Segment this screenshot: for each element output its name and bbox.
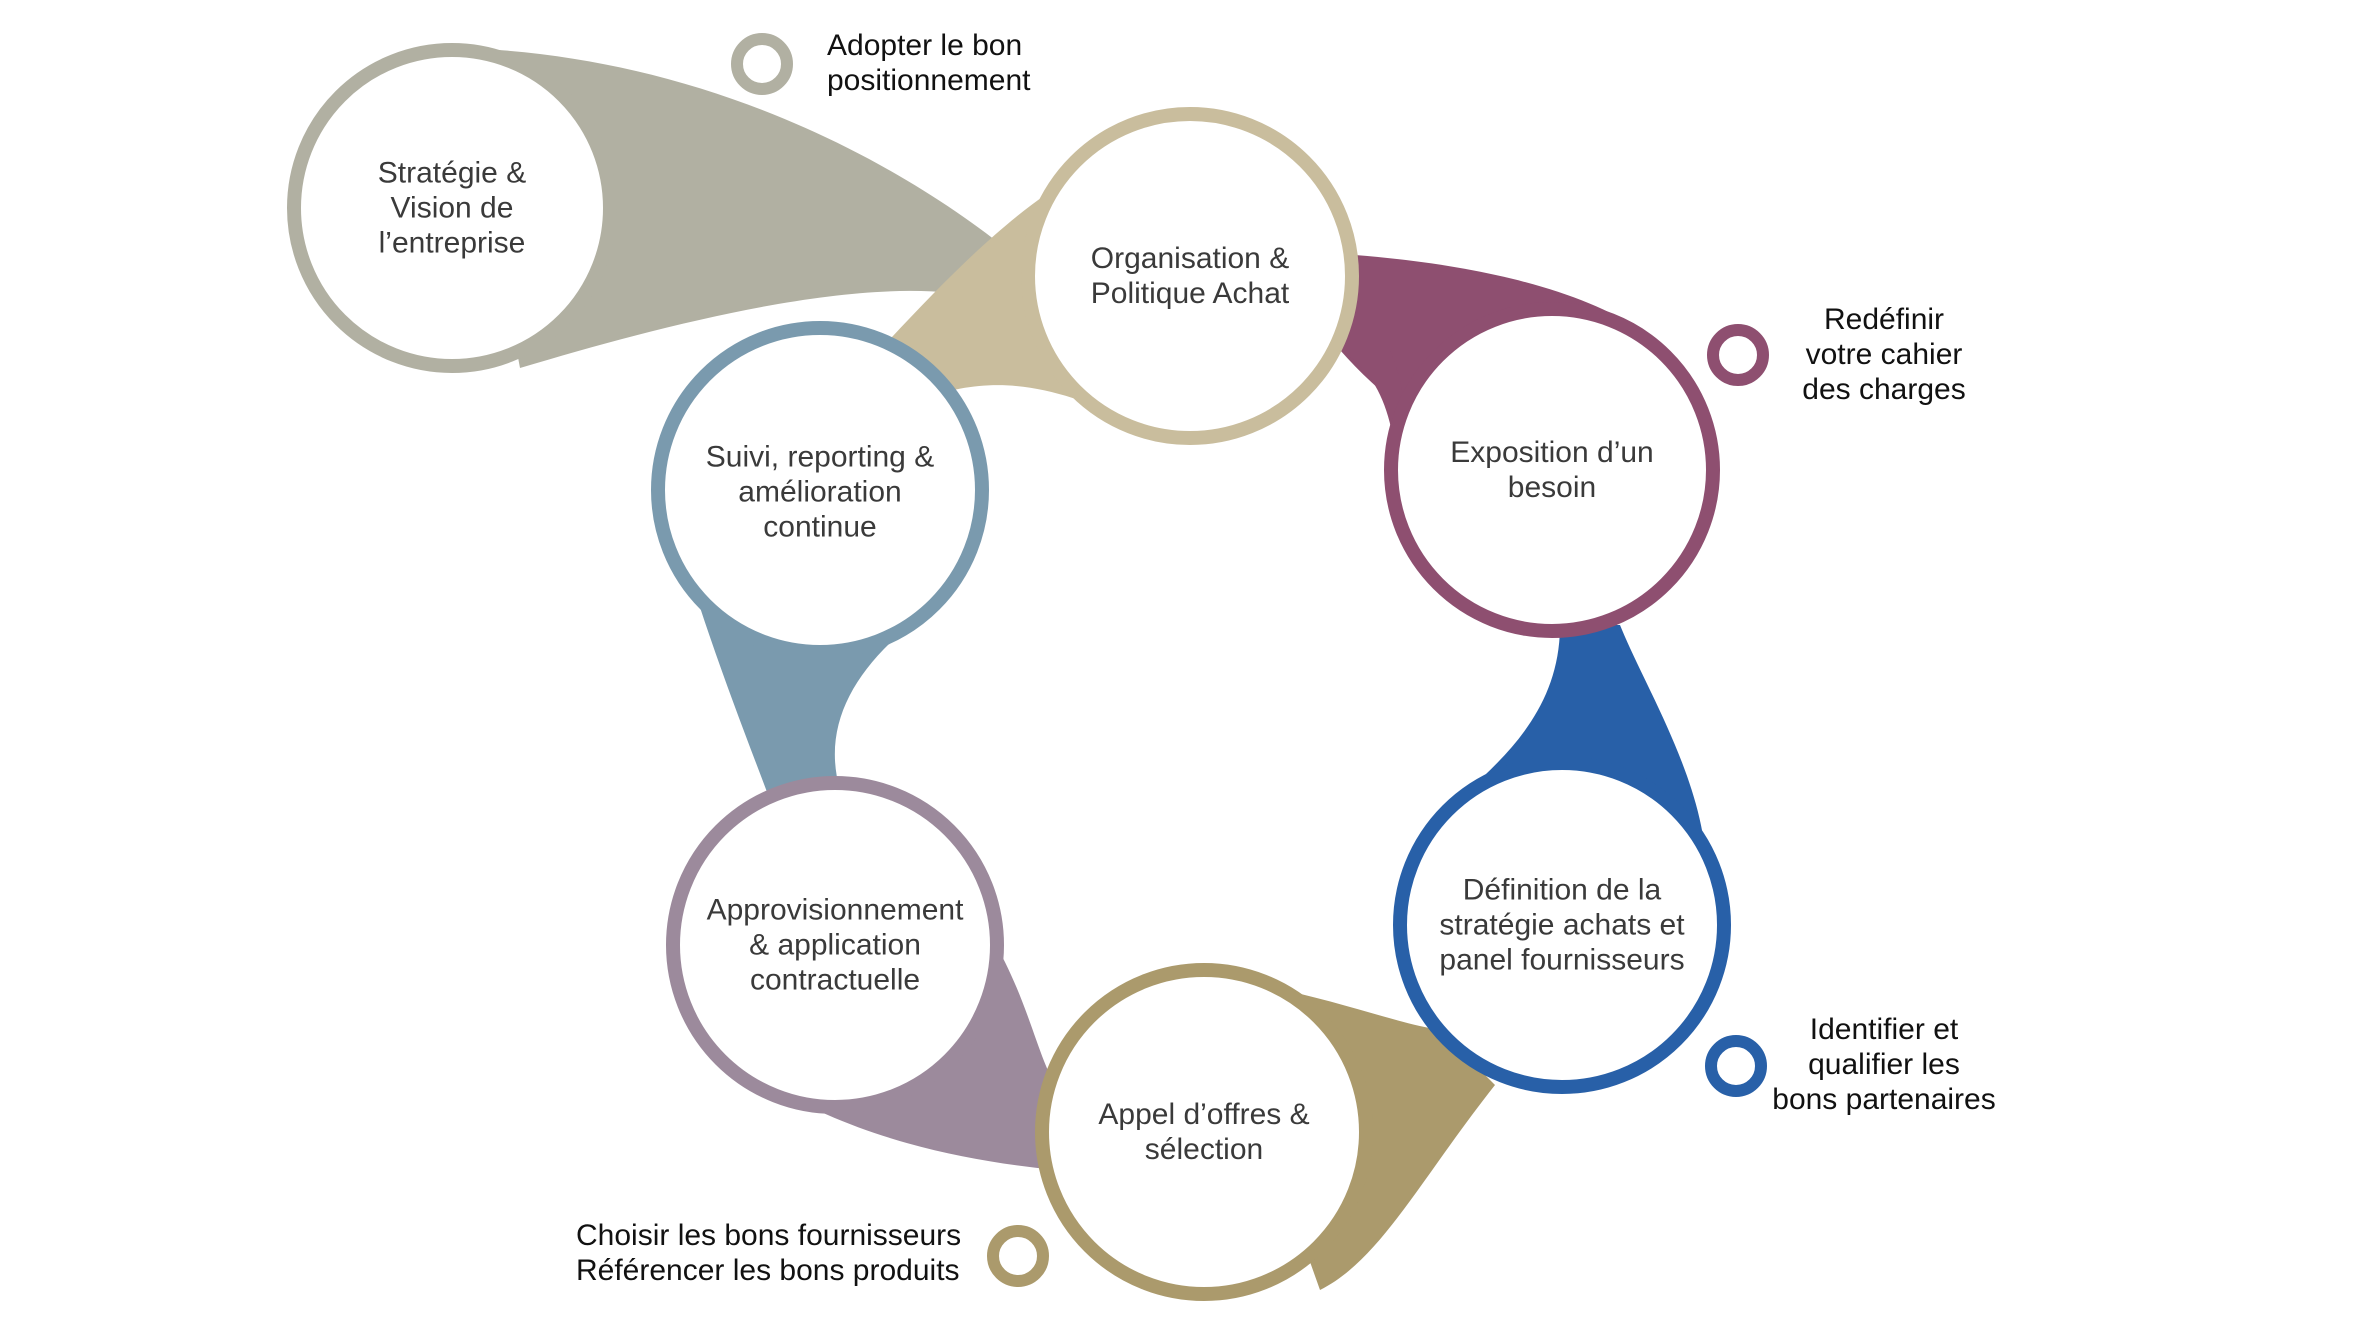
- callout-text-fournisseurs: Choisir les bons fournisseurs Référencer…: [576, 1219, 962, 1287]
- node-label-suivi: Suivi, reporting & amélioration continue: [705, 440, 935, 544]
- node-circle-approvisionnement: [666, 776, 1004, 1114]
- callout-text-partenaires: Identifier et qualifier les bons partena…: [1772, 1013, 1996, 1116]
- node-circle-exposition: [1384, 302, 1720, 638]
- callout-ring-fournisseurs: [987, 1225, 1049, 1287]
- callout-text-positionnement: Adopter le bon positionnement: [827, 29, 1031, 97]
- node-label-organisation: Organisation & Politique Achat: [1090, 242, 1290, 310]
- node-circle-suivi: [651, 321, 989, 659]
- callout-ring-positionnement: [731, 33, 793, 95]
- callout-ring-partenaires: [1705, 1035, 1767, 1097]
- node-label-approvisionnement: Approvisionnement & application contract…: [706, 893, 964, 997]
- node-circle-definition: [1393, 756, 1731, 1094]
- node-circle-strategie: [287, 43, 617, 373]
- connector-strategie-organisation: [460, 48, 1020, 368]
- node-label-definition: Définition de la stratégie achats et pan…: [1439, 873, 1685, 977]
- callout-text-cahier: Redéfinir votre cahier des charges: [1802, 303, 1966, 406]
- node-label-strategie: Stratégie & Vision de l’entreprise: [377, 156, 527, 260]
- node-circle-organisation: [1021, 107, 1359, 445]
- callout-ring-cahier: [1707, 324, 1769, 386]
- node-label-exposition: Exposition d’un besoin: [1450, 436, 1654, 504]
- node-label-appel: Appel d’offres & sélection: [1098, 1098, 1310, 1166]
- node-circle-appel: [1035, 963, 1373, 1301]
- nodes-layer: [287, 43, 1731, 1301]
- callouts-layer: [731, 33, 1769, 1287]
